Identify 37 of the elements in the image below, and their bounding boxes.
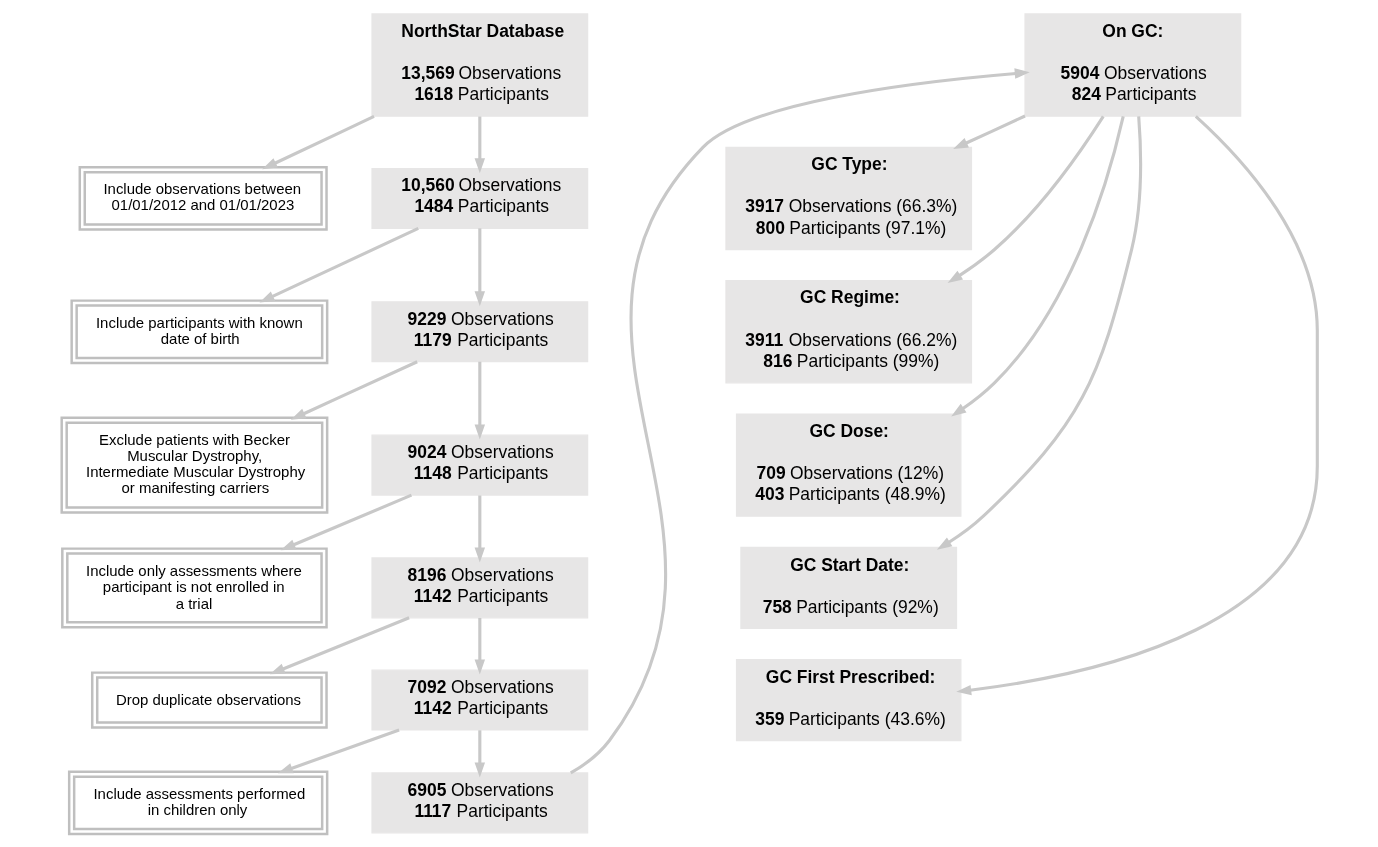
arrow — [474, 729, 485, 777]
node-box: Include observations between 01/01/2012 and 01/01/2023 — [78, 165, 328, 231]
node-box: Exclude patients with Becker Muscular Dystrophy, Intermediate Muscular Dystrophy or manifesting carriers — [59, 416, 328, 514]
arrow — [290, 359, 418, 420]
node-box: GC Dose: 709 Observations (12%) 403 Participants (48.9%) — [735, 412, 961, 517]
arrow — [474, 361, 485, 439]
arrow — [269, 615, 410, 674]
arrow — [569, 67, 1030, 774]
arrow — [277, 728, 400, 773]
arrow — [474, 116, 485, 173]
arrow — [950, 115, 1125, 416]
node-box: GC Regime: 3911 Observations (66.2%) 816 Participants (99%) — [724, 279, 972, 383]
node-box: On GC: 5904 Observations 824 Participants — [1023, 12, 1241, 117]
arrow — [952, 114, 1026, 149]
node-box: 8196 Observations 1142 Participants — [370, 556, 588, 618]
arrow — [936, 115, 1142, 550]
node-box: 7092 Observations 1142 Participants — [370, 669, 588, 731]
node-box: NorthStar Database 13,569 Observations 1618 Participants — [370, 12, 588, 117]
arrow — [474, 227, 485, 306]
node-box: 6905 Observations 1117 Participants — [370, 771, 588, 833]
node-box: GC Type: 3917 Observations (66.3%) 800 Participants (97.1%) — [724, 146, 972, 250]
arrow — [261, 114, 375, 169]
node-box: GC First Prescribed: 359 Participants (43.6%) — [735, 658, 961, 741]
arrow — [947, 115, 1105, 283]
node-box: 9024 Observations 1148 Participants — [370, 434, 588, 496]
node-box: Drop duplicate observations — [90, 670, 328, 729]
node-box: GC Start Date: 758 Participants (92%) — [739, 546, 957, 629]
arrow — [474, 617, 485, 675]
arrow — [474, 495, 485, 563]
node-box: Include only assessments where participant is not enrolled in a trial — [60, 546, 328, 628]
arrow — [280, 493, 412, 550]
node-box: Include participants with known date of birth — [69, 298, 328, 364]
node-box: 10,560 Observations 1484 Participants — [370, 167, 588, 229]
arrow — [258, 226, 419, 302]
node-box: 9229 Observations 1179 Participants — [370, 300, 588, 362]
arrow — [955, 114, 1319, 695]
node-box: Include assessments performed in children only — [67, 769, 328, 835]
